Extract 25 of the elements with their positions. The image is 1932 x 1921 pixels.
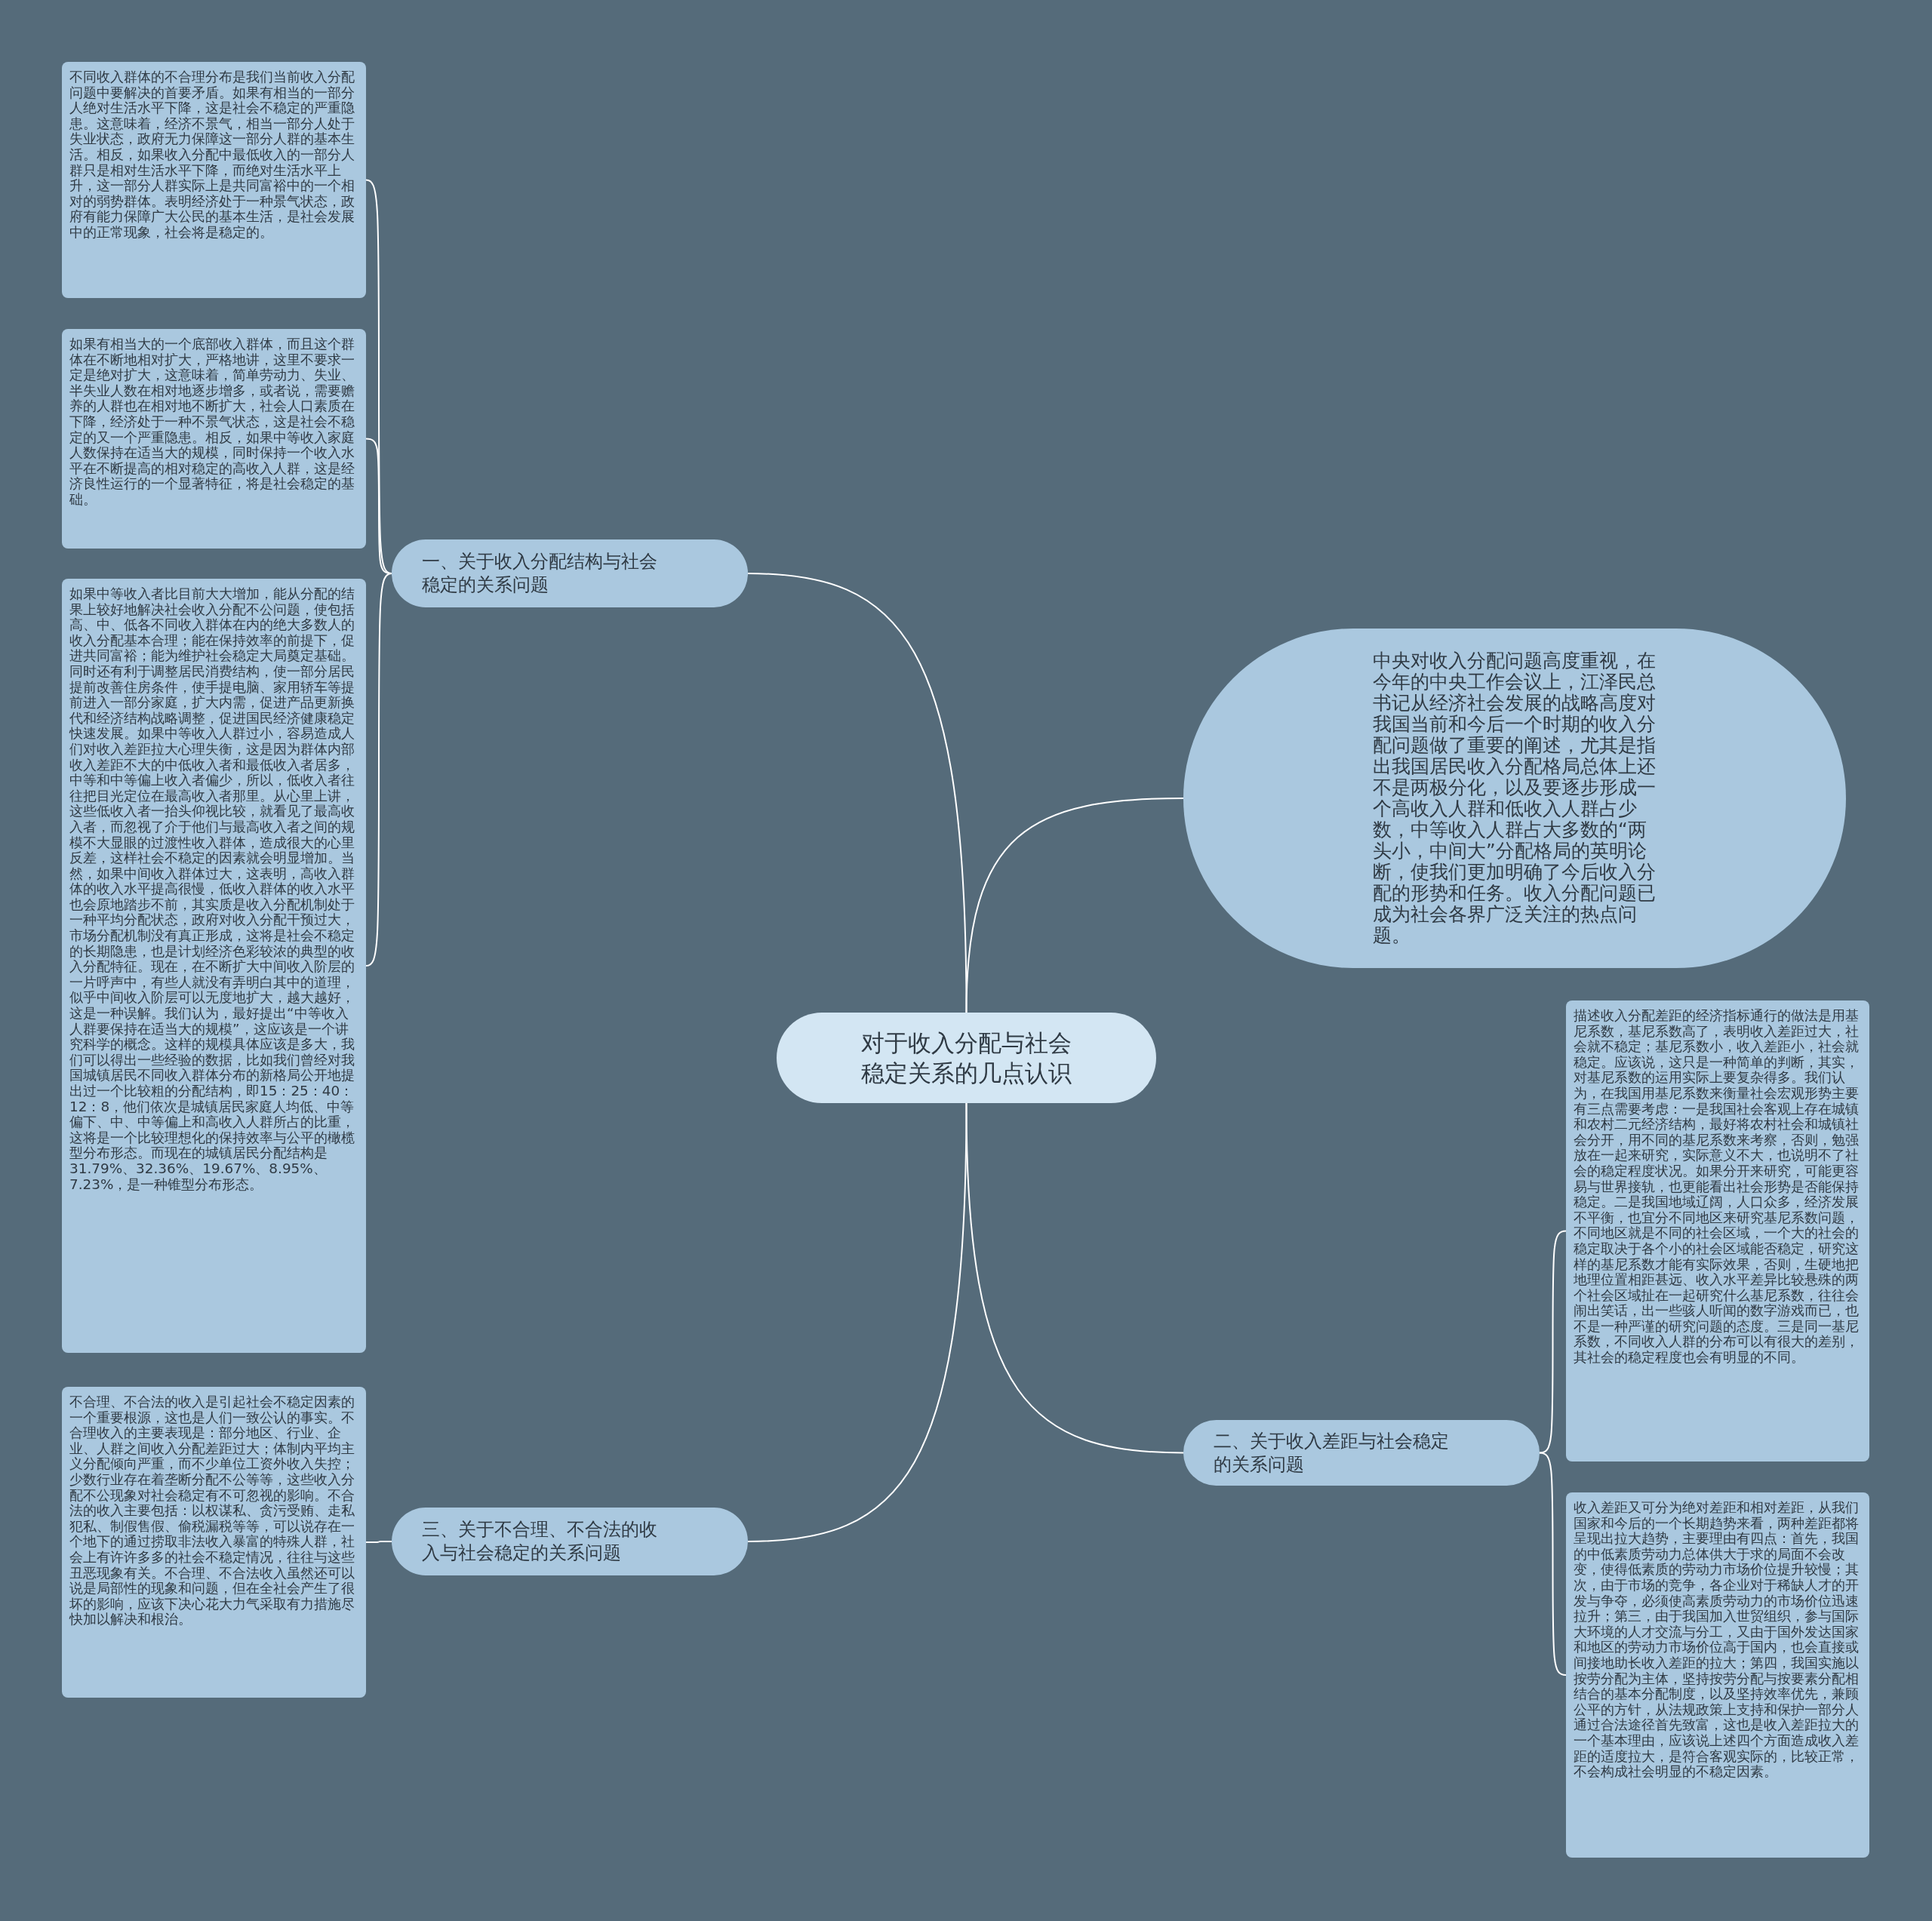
topic-text: 二、关于收入差距与社会稳定的关系问题 bbox=[1214, 1429, 1450, 1477]
paragraph-text: 不合理、不合法的收入是引起社会不稳定因素的一个重要根源，这也是人们一致公认的事实。不合理收入的主要表现是：部分地区、行业、企业、人群之间收入分配差距过大；体制内平均主义分配倾向严重，而不少单位工资外收入失控；少数行业存在着垄断分配不公等等，这些收入分配不公现象对社会稳定有不可忽视的影响。不合法的收入主要包括：以权谋私、贪污受贿、走私犯私、制假售假、偷税漏税等等，可以说存在一个地下的通过捞取非法收入暴富的特殊人群，社会上有许许多多的社会不稳定情况，往往与这些丑恶现象有关。不合理、不合法收入虽然还可以说是局部性的现象和问题，但在全社会产生了很坏的影响，应该下决心花大力气采取有力措施尽快加以解决和根治。 bbox=[69, 1394, 355, 1627]
connector-line bbox=[965, 1102, 1184, 1454]
paragraph-text: 不同收入群体的不合理分布是我们当前收入分配问题中要解决的首要矛盾。如果有相当的一部分人绝对生活水平下降，这是社会不稳定的严重隐患。这意味着，经济不景气，相当一部分人处于失业状态，政府无力保障这一部分人群的基本生活。相反，如果收入分配中最低收入的一部分人群只是相对生活水平下降，而绝对生活水平上升，这一部分人群实际上是共同富裕中的一个相对的弱势群体。表明经济处于一种景气状态，政府有能力保障广大公民的基本生活，是社会发展中的正常现象，社会将是稳定的。 bbox=[69, 69, 355, 241]
text-card bbox=[62, 62, 366, 298]
text-card bbox=[62, 329, 366, 549]
text-card bbox=[62, 1387, 366, 1698]
connector-line bbox=[365, 1541, 392, 1543]
paragraph-text: 收入差距又可分为绝对差距和相对差距，从我们国家和今后的一个长期趋势来看，两种差距都将呈现出拉大趋势，主要理由有四点：首先，我国的中低素质劳动力总体供大于求的局面不会改变，使得低素质的劳动力市场价位提升较慢；其次，由于市场的竞争，各企业对于稀缺人才的开发与争夺，必须使高素质劳动力的市场价位迅速拉升；第三，由于我国加入世贸组织，参与国际大环境的人才交流与分工，又由于国外发达国家和地区的劳动力市场价位高于国内，也会直接或间接地助长收入差距的拉大；第四，我国实施以按劳分配为主体，坚持按劳分配与按要素分配相结合的基本分配制度，以及坚持效率优先，兼顾公平的方针，从法规政策上支持和保护一部分人通过合法途径首先致富，这也是收入差距拉大的一个基本理由，应该说上述四个方面造成收入差距的适度拉大，是符合客观实际的，比较正常，不会构成社会明显的不稳定因素。 bbox=[1574, 1500, 1860, 1780]
connector-line bbox=[747, 573, 968, 1013]
topic-text: 一、关于收入分配结构与社会稳定的关系问题 bbox=[422, 550, 658, 597]
connector-line bbox=[747, 1102, 968, 1542]
connector-line bbox=[1539, 1230, 1567, 1454]
paragraph-text: 如果有相当大的一个底部收入群体，而且这个群体在不断地相对扩大，严格地讲，这里不要求一定是绝对扩大，这意味着，简单劳动力、失业、半失业人数在相对地逐步增多，或者说，需要赡养的人群也在相对地不断扩大，社会人口素质在下降，经济处于一种不景气状态，这是社会不稳定的又一个严重隐患。相反，如果中等收入家庭人数保持在适当大的规模，同时保持一个收入水平在不断提高的相对稳定的高收入人群，这是经济良性运行的一个显著特征，将是社会稳定的基础。 bbox=[69, 337, 355, 508]
text-card bbox=[1566, 1492, 1869, 1858]
paragraph-text: 中央对收入分配问题高度重视，在今年的中央工作会议上，江泽民总书记从经济社会发展的战略高度对我国当前和今后一个时期的收入分配问题做了重要的阐述，尤其是指出我国居民收入分配格局总体上还不是两极分化，以及要逐步形成一个高收入人群和低收入人群占少数，中等收入人群占大多数的“两头小，中间大”分配格局的英明论断，使我们更加明确了今后收入分配的形势和任务。收入分配问题已成为社会各界广泛关注的热点问题。 bbox=[1373, 650, 1657, 946]
topic-text: 对于收入分配与社会稳定关系的几点认识 bbox=[860, 1028, 1072, 1088]
text-card bbox=[1566, 1000, 1869, 1461]
connector-line bbox=[365, 573, 392, 967]
text-card bbox=[62, 579, 366, 1353]
paragraph-text: 如果中等收入者比目前大大增加，能从分配的结果上较好地解决社会收入分配不公问题，使包括高、中、低各不同收入群体在内的绝大多数人的收入分配基本合理；能在保持效率的前提下，促进共同富裕；能为维护社会稳定大局奠定基础。同时还有利于调整居民消费结构，使一部分居民提前改善住房条件，使手提电脑、家用轿车等提前进入一部分家庭，扩大内需，促进产品更新换代和经济结构战略调整，促进国民经济健康稳定快速发展。如果中等收入人群过小，容易造成人们对收入差距拉大心理失衡，这是因为群体内部收入差距不大的中低收入者和最低收入者居多，中等和中等偏上收入者偏少，所以，低收入者往往把目光定位在最高收入者那里。从心里上讲，这些低收入者一抬头仰视比较，就看见了最高收入者，而忽视了介于他们与最高收入者之间的规模不大显眼的过渡性收入群体，造成很大的心里反差，这样社会不稳定的因素就会明显增加。当然，如果中间收入群体过大，这表明，高收入群体的收入水平提高很慢，低收入群体的收入水平也会原地踏步不前，其实质是收入分配机制处于一种平均分配状态，政府对收入分配干预过大，市场分配机制没有真正形成，这将是社会不稳定的长期隐患，也是计划经济色彩较浓的典型的收入分配特征。现在，在不断扩大中间收入阶层的一片呼声中，有些人就没有弄明白其中的道理，似乎中间收入阶层可以无度地扩大，越大越好，这是一种误解。我们认为，最好提出“中等收入人群要保持在适当大的规模”，这应该是一个讲究科学的概念。这样的规模具体应该是多大，我们可以得出一些经验的数据，比如我们曾经对我国城镇居民不同收入群体分布的新格局公开地提出过一个比较粗的分配结构，即15：25：40：12：8，他们依次是城镇居民家庭人均低、中等偏下、中、中等偏上和高收入人群所占的比重，这将是一个比较理想化的保持效率与公平的橄榄型分布形态。而现在的城镇居民分配结构是31.79%、32.36%、19.67%、8.95%、7.23%，是一种锥型分布形态。 bbox=[69, 586, 355, 1193]
paragraph-text: 描述收入分配差距的经济指标通行的做法是用基尼系数，基尼系数高了，表明收入差距过大，社会就不稳定；基尼系数小，收入差距小，社会就稳定。应该说，这只是一种简单的判断，其实，对基尼系数的运用实际上要复杂得多。我们认为，在我国用基尼系数来衡量社会宏观形势主要有三点需要考虑：一是我国社会客观上存在城镇和农村二元经济结构，最好将农村社会和城镇社会分开，用不同的基尼系数来考察，否则，勉强放在一起来研究，实际意义不大，也说明不了社会的稳定程度状况。如果分开来研究，可能更容易与世界接轨，也更能看出社会形势是否能保持稳定。二是我国地域辽阔，人口众多，经济发展不平衡，也宜分不同地区来研究基尼系数问题，不同地区就是不同的社会区域，一个大的社会的稳定取决于各个小的社会区域能否稳定，研究这样的基尼系数才能有实际效果，否则，生硬地把地理位置相距甚远、收入水平差异比较悬殊的两个社会区域扯在一起研究什么基尼系数，往往会闹出笑话，出一些骇人听闻的数字游戏而已，也不是一种严谨的研究问题的态度。三是同一基尼系数，不同收入人群的分布可以有很大的差别，其社会的稳定程度也会有明显的不同。 bbox=[1574, 1008, 1860, 1366]
connector-line bbox=[965, 798, 1184, 1013]
topic-text: 三、关于不合理、不合法的收入与社会稳定的关系问题 bbox=[422, 1518, 658, 1565]
connector-line bbox=[1539, 1452, 1567, 1676]
